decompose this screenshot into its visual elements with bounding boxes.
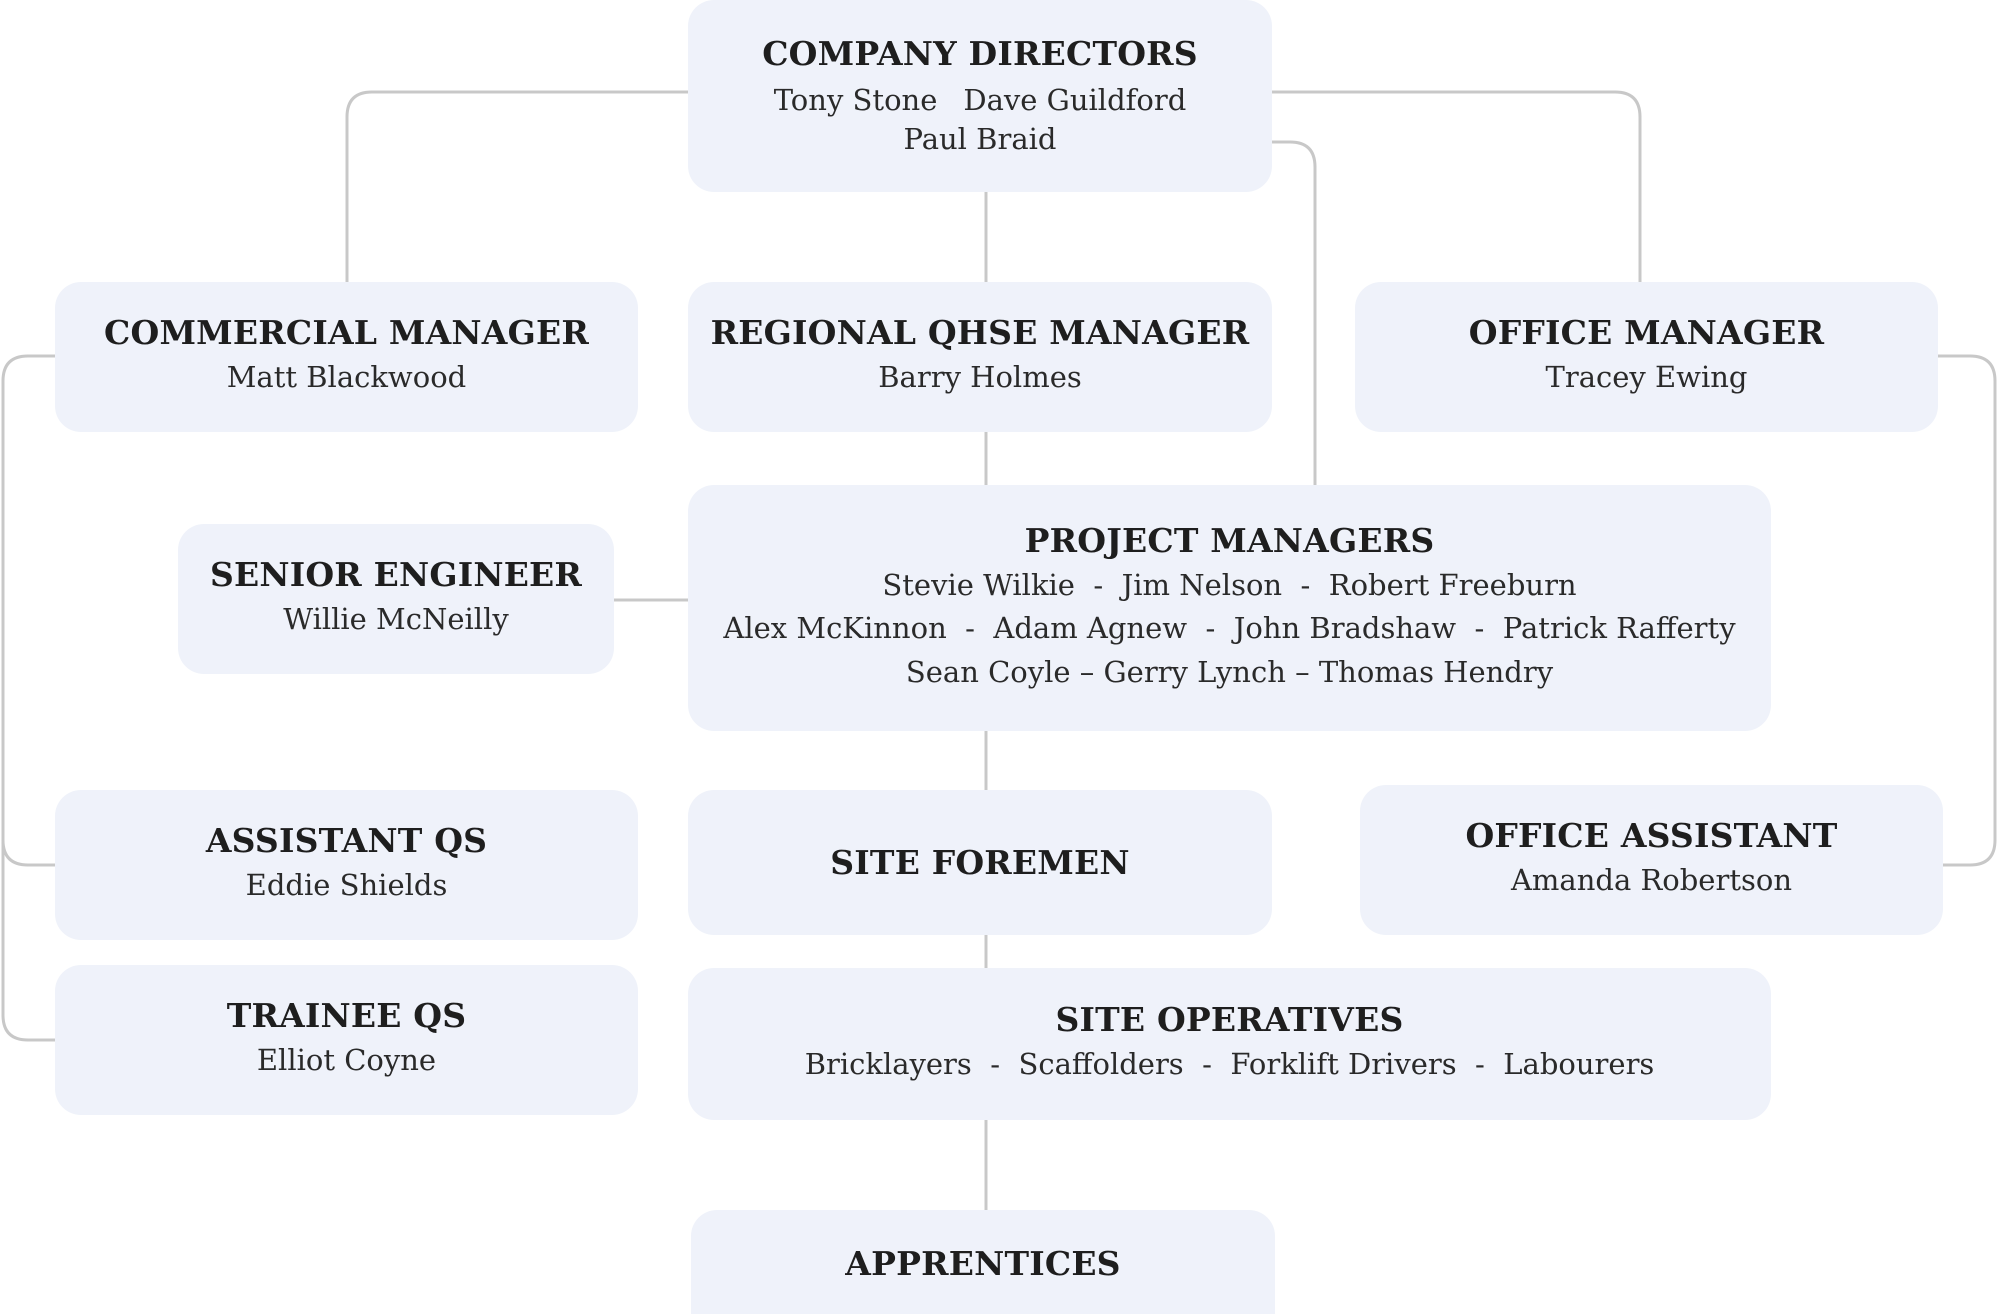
directors-box: COMPANY DIRECTORS Tony Stone Dave Guildfo… xyxy=(688,0,1272,192)
trainee-qs-name: Elliot Coyne xyxy=(256,1043,437,1078)
trainee-qs-box: TRAINEE QS Elliot Coyne xyxy=(55,965,638,1115)
connector-directors-office xyxy=(1272,90,1642,282)
qhse-manager-title: REGIONAL QHSE MANAGER xyxy=(710,313,1250,353)
directors-title: COMPANY DIRECTORS xyxy=(762,33,1198,73)
connector-office-assistant xyxy=(1938,354,1997,867)
site-operatives-roles: Bricklayers - Scaffolders - Forklift Dri… xyxy=(804,1047,1655,1082)
senior-engineer-box: SENIOR ENGINEER Willie McNeilly xyxy=(178,524,614,674)
site-operatives-box: SITE OPERATIVES Bricklayers - Scaffolder… xyxy=(688,968,1771,1120)
apprentices-title: APPRENTICES xyxy=(845,1244,1121,1284)
office-manager-name: Tracey Ewing xyxy=(1545,360,1748,395)
senior-engineer-title: SENIOR ENGINEER xyxy=(209,555,583,595)
qhse-manager-name: Barry Holmes xyxy=(878,360,1082,395)
directors-names-row: Tony Stone Dave Guildford xyxy=(774,79,1187,123)
office-manager-title: OFFICE MANAGER xyxy=(1468,313,1825,353)
connector-directors-projects xyxy=(1272,140,1317,485)
assistant-qs-box: ASSISTANT QS Eddie Shields xyxy=(55,790,638,940)
commercial-manager-name: Matt Blackwood xyxy=(226,360,467,395)
site-foremen-title: SITE FOREMEN xyxy=(830,842,1130,882)
assistant-qs-title: ASSISTANT QS xyxy=(205,821,488,861)
senior-engineer-name: Willie McNeilly xyxy=(283,602,509,637)
project-managers-line: Alex McKinnon - Adam Agnew - John Bradsh… xyxy=(723,611,1736,646)
commercial-manager-title: COMMERCIAL MANAGER xyxy=(104,313,589,353)
site-operatives-title: SITE OPERATIVES xyxy=(1055,1000,1404,1040)
office-assistant-title: OFFICE ASSISTANT xyxy=(1465,816,1838,856)
site-foremen-box: SITE FOREMEN xyxy=(688,790,1272,935)
project-managers-box: PROJECT MANAGERS Stevie Wilkie - Jim Nel… xyxy=(688,485,1771,731)
director-name: Paul Braid xyxy=(903,122,1057,157)
connector-commercial-qs xyxy=(1,354,55,1042)
qhse-manager-box: REGIONAL QHSE MANAGER Barry Holmes xyxy=(688,282,1272,432)
project-managers-line: Stevie Wilkie - Jim Nelson - Robert Free… xyxy=(882,567,1577,602)
trainee-qs-title: TRAINEE QS xyxy=(226,996,467,1036)
director-name: Tony Stone xyxy=(773,82,938,117)
commercial-manager-box: COMMERCIAL MANAGER Matt Blackwood xyxy=(55,282,638,432)
assistant-qs-name: Eddie Shields xyxy=(245,868,448,903)
connector-directors-commercial xyxy=(345,90,688,282)
director-name: Dave Guildford xyxy=(963,82,1187,117)
connector-commercial-assistant-qs xyxy=(1,839,55,867)
project-managers-line: Sean Coyle – Gerry Lynch – Thomas Hendry xyxy=(905,654,1554,689)
office-manager-box: OFFICE MANAGER Tracey Ewing xyxy=(1355,282,1938,432)
apprentices-box: APPRENTICES xyxy=(691,1210,1275,1314)
project-managers-title: PROJECT MANAGERS xyxy=(1024,520,1435,560)
office-assistant-name: Amanda Robertson xyxy=(1510,863,1793,898)
office-assistant-box: OFFICE ASSISTANT Amanda Robertson xyxy=(1360,785,1943,935)
